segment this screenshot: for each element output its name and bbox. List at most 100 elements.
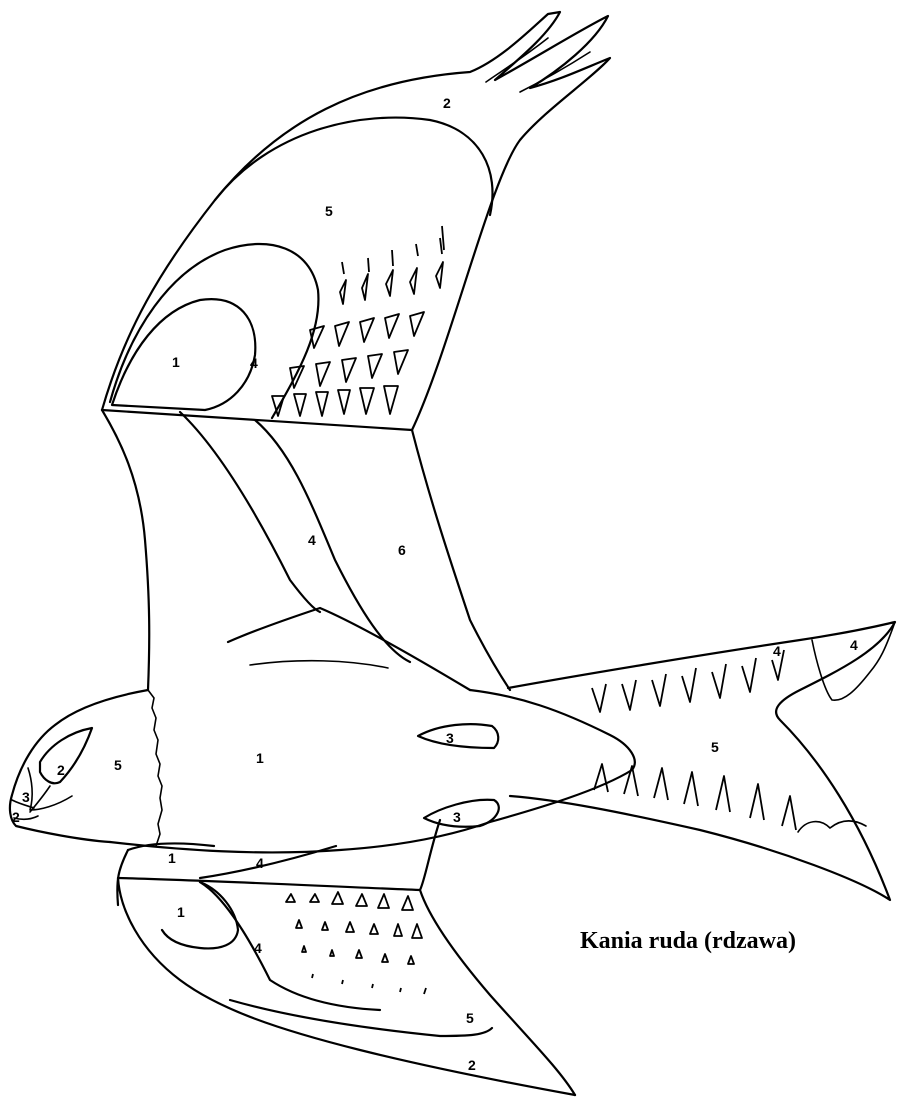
label-tail: 5 xyxy=(711,739,719,755)
lower-wing-outer-edge xyxy=(118,878,575,1095)
tail-notch xyxy=(622,680,636,710)
spot-mark xyxy=(392,250,393,266)
label-eye: 2 xyxy=(57,762,65,778)
upper-arm-leading-edge xyxy=(102,410,149,690)
diagram-title: Kania ruda (rdzawa) xyxy=(580,928,796,955)
lower-wing-spots xyxy=(286,892,426,994)
tail-notch xyxy=(716,776,730,812)
label-lower-wing-coverts: 4 xyxy=(254,940,262,956)
spot-mark xyxy=(342,358,356,382)
spot-mark xyxy=(296,920,302,928)
spot-mark xyxy=(342,262,344,274)
spot-mark xyxy=(436,262,443,288)
spot-mark xyxy=(424,988,426,994)
upper-arm-rear-border xyxy=(255,420,410,662)
upper-arm-trailing-edge xyxy=(412,430,510,690)
spot-mark xyxy=(338,390,350,414)
label-cheek: 3 xyxy=(22,789,30,805)
tail-tip-lower-border xyxy=(798,821,866,832)
body-back-line xyxy=(228,608,470,690)
spot-mark xyxy=(394,350,408,374)
spot-mark xyxy=(356,894,367,906)
upper-wing-coverts-border xyxy=(110,244,318,418)
spot-mark xyxy=(290,366,304,388)
spot-mark xyxy=(402,896,413,910)
spot-mark xyxy=(332,892,343,904)
upper-arm xyxy=(102,410,510,690)
label-vent: 3 xyxy=(453,809,461,825)
spot-mark xyxy=(340,280,346,304)
label-body-patch: 3 xyxy=(446,730,454,746)
spot-mark xyxy=(385,314,399,338)
label-upper-wing-primaries: 5 xyxy=(325,203,333,219)
label-upper-wing-coverts: 4 xyxy=(250,355,258,371)
body-mantle-line xyxy=(250,661,388,668)
body-underside xyxy=(110,690,635,852)
upper-wing-carpal-patch xyxy=(112,299,255,410)
label-upper-arm-rear: 6 xyxy=(398,542,406,558)
label-upper-wing-tip: 2 xyxy=(443,95,451,111)
upper-wing-tip-border xyxy=(215,118,493,215)
spot-mark xyxy=(368,258,369,272)
label-upper-wing-carpal: 1 xyxy=(172,354,180,370)
spot-mark xyxy=(412,924,422,938)
upper-wing-slot xyxy=(486,38,548,82)
spot-mark xyxy=(302,946,306,952)
tail-notch xyxy=(684,772,698,806)
eye-patch xyxy=(40,728,92,783)
spot-mark xyxy=(294,394,306,416)
spot-mark xyxy=(286,894,295,902)
spot-mark xyxy=(442,226,444,250)
spot-mark xyxy=(342,980,343,984)
lower-wing-tip-border xyxy=(230,1000,492,1036)
spot-mark xyxy=(372,984,373,988)
label-upper-arm-band: 4 xyxy=(308,532,316,548)
tail-notch xyxy=(682,668,696,702)
upper-arm-band-border xyxy=(180,412,320,612)
tail-notch xyxy=(782,796,796,830)
lower-wing-trailing-edge xyxy=(420,820,575,1095)
tail-notch xyxy=(750,784,764,820)
label-lower-arm-band: 1 xyxy=(168,850,176,866)
zone-labels: 2 5 1 4 4 6 1 5 2 3 2 3 3 5 4 4 1 4 1 4 … xyxy=(12,95,858,1073)
spot-mark xyxy=(394,924,402,936)
label-bill: 2 xyxy=(12,809,20,825)
spot-mark xyxy=(316,362,330,386)
label-lower-wing-primaries: 5 xyxy=(466,1010,474,1026)
tail xyxy=(508,622,895,900)
tail-outline xyxy=(508,622,895,900)
label-lower-wing-tip: 2 xyxy=(468,1057,476,1073)
label-tail-tip-upper-inner: 4 xyxy=(773,643,781,659)
spot-mark xyxy=(408,956,414,964)
tail-notch xyxy=(652,674,666,706)
spot-mark xyxy=(322,922,328,930)
label-lower-wing-carpal: 1 xyxy=(177,904,185,920)
spot-mark xyxy=(356,950,362,958)
spot-mark xyxy=(400,988,401,992)
spot-mark xyxy=(335,322,349,346)
label-tail-tip-upper: 4 xyxy=(850,637,858,653)
spot-mark xyxy=(410,268,417,294)
spot-mark xyxy=(312,974,313,978)
spot-mark xyxy=(378,894,389,908)
body xyxy=(10,608,635,852)
lower-wing xyxy=(117,820,575,1095)
spot-mark xyxy=(410,312,424,336)
spot-mark xyxy=(360,388,374,414)
label-head: 5 xyxy=(114,757,122,773)
tail-notch xyxy=(624,766,638,796)
spot-mark xyxy=(368,354,382,378)
neck-border xyxy=(148,690,162,846)
spot-mark xyxy=(316,392,328,416)
spot-mark xyxy=(440,238,442,254)
spot-mark xyxy=(386,270,393,296)
tail-notch xyxy=(592,684,606,712)
spot-mark xyxy=(384,386,398,414)
tail-notch xyxy=(654,768,668,800)
spot-mark xyxy=(310,326,324,348)
spot-mark xyxy=(330,950,334,956)
spot-mark xyxy=(310,894,319,902)
lower-wing-carpal-patch xyxy=(162,882,238,948)
vent-patch xyxy=(424,800,499,827)
lower-wing-base xyxy=(118,878,420,890)
